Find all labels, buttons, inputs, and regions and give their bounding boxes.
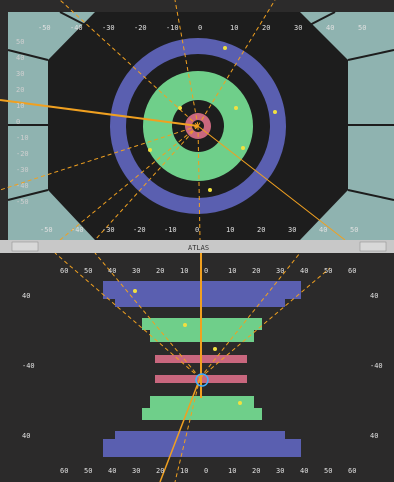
x-tick-label: 30 xyxy=(288,226,296,234)
x-tick-label: -10 xyxy=(164,226,177,234)
hit-markers xyxy=(148,46,277,192)
tracks xyxy=(0,0,346,240)
x-tick-label: 50 xyxy=(358,24,366,32)
x-tick-label: -30 xyxy=(102,226,115,234)
left-handle[interactable] xyxy=(11,241,39,252)
z-tick-label: 60 xyxy=(348,467,356,475)
side-hit-markers xyxy=(133,289,242,405)
y-tick-label: -40 xyxy=(16,182,29,190)
z-tick-label: 10 xyxy=(180,267,188,275)
lower-outer-band-inner xyxy=(115,431,285,439)
lower-middle-band-inner xyxy=(150,396,254,408)
z-tick-label: 30 xyxy=(132,267,140,275)
z-tick-label: 20 xyxy=(252,467,260,475)
x-tick-label: -50 xyxy=(40,226,53,234)
z-tick-label: 20 xyxy=(252,267,260,275)
x-tick-label: 0 xyxy=(195,226,199,234)
z-tick-label: 40 xyxy=(108,467,116,475)
z-tick-label: 60 xyxy=(60,267,68,275)
z-tick-label: 30 xyxy=(276,467,284,475)
x-tick-label: -40 xyxy=(70,24,83,32)
x-axis-ticks-bottom: -50 -40 -30 -20 -10 0 10 20 30 40 50 xyxy=(40,226,358,234)
z-tick-label: 50 xyxy=(324,267,332,275)
y-tick-label: -20 xyxy=(16,150,29,158)
transverse-view-panel[interactable]: -50 -40 -30 -20 -10 0 10 20 30 40 50 50 40 30 20 10 0 -1… xyxy=(0,0,394,240)
z-tick-label: 10 xyxy=(228,467,236,475)
x-tick-label: -50 xyxy=(38,24,51,32)
x-tick-label: 10 xyxy=(230,24,238,32)
x-tick-label: 50 xyxy=(350,226,358,234)
y-tick-label: 20 xyxy=(16,86,24,94)
y-tick-label: -10 xyxy=(16,134,29,142)
longitudinal-view-canvas: 60 50 40 30 20 10 0 10 20 30 40 50 60 60 50 40 30 20 10 0 1… xyxy=(22,253,383,482)
x-tick-label: -20 xyxy=(133,226,146,234)
r-axis-ticks-left: 40 -40 40 xyxy=(22,292,35,440)
frame-segments xyxy=(7,11,394,201)
r-tick-label: 40 xyxy=(370,292,378,300)
x-tick-label: 20 xyxy=(262,24,270,32)
y-tick-label: -50 xyxy=(16,198,29,206)
right-handle[interactable] xyxy=(359,241,387,252)
z-tick-label: 0 xyxy=(204,267,208,275)
x-tick-label: -40 xyxy=(71,226,84,234)
z-tick-label: 50 xyxy=(324,467,332,475)
r-tick-label: -40 xyxy=(22,362,35,370)
z-tick-label: 50 xyxy=(84,267,92,275)
x-tick-label: 30 xyxy=(294,24,302,32)
y-tick-label: 40 xyxy=(16,54,24,62)
r-tick-label: 40 xyxy=(22,292,30,300)
z-tick-label: 60 xyxy=(60,467,68,475)
longitudinal-view-panel[interactable]: 60 50 40 30 20 10 0 10 20 30 40 50 60 60 50 40 30 20 10 0 1… xyxy=(0,253,394,482)
y-axis-ticks-left: 50 40 30 20 10 0 -10 -20 -30 -40 -50 xyxy=(16,38,29,206)
z-tick-label: 60 xyxy=(348,267,356,275)
x-tick-label: 40 xyxy=(326,24,334,32)
x-tick-label: 20 xyxy=(257,226,265,234)
y-tick-label: 50 xyxy=(16,38,24,46)
z-tick-label: 10 xyxy=(180,467,188,475)
side-tracks xyxy=(54,253,331,482)
z-tick-label: 30 xyxy=(276,267,284,275)
z-axis-ticks-bottom: 60 50 40 30 20 10 0 10 20 30 40 50 60 xyxy=(60,467,356,475)
x-tick-label: 0 xyxy=(198,24,202,32)
x-axis-ticks-top: -50 -40 -30 -20 -10 0 10 20 30 40 50 xyxy=(38,24,366,32)
r-tick-label: -40 xyxy=(370,362,383,370)
z-tick-label: 20 xyxy=(156,267,164,275)
z-tick-label: 10 xyxy=(228,267,236,275)
r-tick-label: 40 xyxy=(370,432,378,440)
x-tick-label: 10 xyxy=(226,226,234,234)
r-axis-ticks-right: 40 -40 40 xyxy=(370,292,383,440)
x-tick-label: -10 xyxy=(166,24,179,32)
z-tick-label: 40 xyxy=(300,467,308,475)
x-tick-label: -20 xyxy=(134,24,147,32)
x-tick-label: -30 xyxy=(102,24,115,32)
z-tick-label: 40 xyxy=(300,267,308,275)
y-tick-label: -30 xyxy=(16,166,29,174)
z-tick-label: 50 xyxy=(84,467,92,475)
divider-canvas: ATLAS xyxy=(0,240,394,253)
view-divider-strip[interactable]: ATLAS xyxy=(0,240,394,253)
y-tick-label: 10 xyxy=(16,102,24,110)
lower-outer-band xyxy=(103,439,301,457)
lower-middle-band xyxy=(142,408,262,420)
r-tick-label: 40 xyxy=(22,432,30,440)
z-tick-label: 20 xyxy=(156,467,164,475)
divider-label: ATLAS xyxy=(188,244,209,252)
z-axis-ticks-top: 60 50 40 30 20 10 0 10 20 30 40 50 60 xyxy=(60,267,356,275)
y-tick-label: 0 xyxy=(16,118,20,126)
z-tick-label: 40 xyxy=(108,267,116,275)
z-tick-label: 0 xyxy=(204,467,208,475)
vertex-marker xyxy=(195,373,209,387)
x-tick-label: 40 xyxy=(319,226,327,234)
transverse-view-canvas: -50 -40 -30 -20 -10 0 10 20 30 40 50 50 40 30 20 10 0 -1… xyxy=(0,0,394,240)
z-tick-label: 30 xyxy=(132,467,140,475)
y-tick-label: 30 xyxy=(16,70,24,78)
